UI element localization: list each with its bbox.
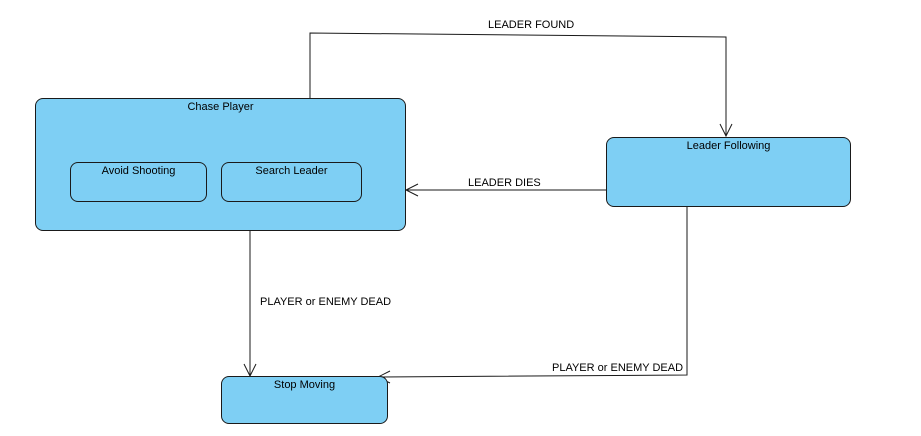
label-chase-to-stop: PLAYER or ENEMY DEAD (260, 296, 392, 308)
state-leader-following[interactable]: Leader Following (606, 137, 851, 207)
state-chase-player-label: Chase Player (187, 101, 254, 113)
arrowhead-leader-dies (404, 183, 419, 197)
state-stop-moving[interactable]: Stop Moving (221, 376, 388, 424)
substate-avoid-shooting[interactable]: Avoid Shooting (70, 162, 207, 202)
state-chase-player[interactable]: Chase Player Avoid Shooting Search Leade… (35, 98, 406, 231)
edge-leader-to-stop (377, 207, 688, 378)
label-leader-to-stop: PLAYER or ENEMY DEAD (552, 362, 684, 374)
label-leader-dies: LEADER DIES (468, 177, 541, 189)
state-leader-following-label: Leader Following (686, 140, 771, 152)
substate-search-leader-label: Search Leader (255, 165, 328, 177)
substate-search-leader[interactable]: Search Leader (221, 162, 362, 202)
label-leader-found: LEADER FOUND (488, 19, 575, 31)
substate-avoid-shooting-label: Avoid Shooting (101, 165, 176, 177)
arrowhead-leader-found (719, 123, 733, 138)
state-stop-moving-label: Stop Moving (273, 379, 336, 391)
edge-leader-found (309, 32, 727, 136)
